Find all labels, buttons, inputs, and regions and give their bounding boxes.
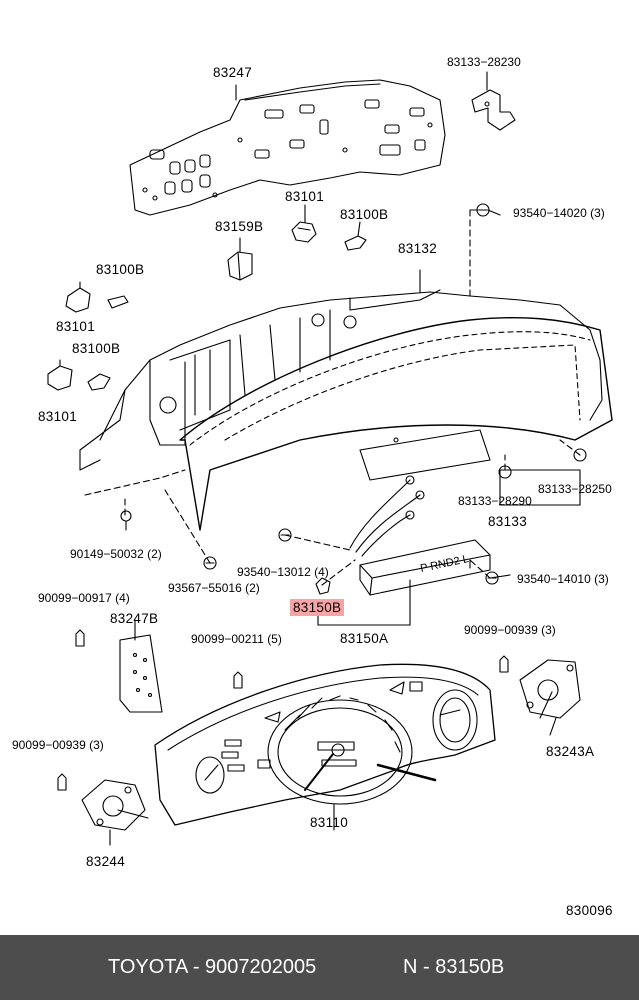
label-83132: 83132 xyxy=(398,241,438,256)
label-83133: 83133 xyxy=(488,514,528,529)
label-83244: 83244 xyxy=(86,854,126,869)
diagram-number: 830096 xyxy=(566,903,613,918)
label-83101-low: 83101 xyxy=(38,409,78,424)
meter-case-83132 xyxy=(79,269,603,471)
label-90099-00939-left: 90099−00939 (3) xyxy=(12,738,104,752)
label-90099-00917: 90099−00917 (4) xyxy=(38,591,130,605)
label-93540-14020: 93540−14020 (3) xyxy=(513,206,605,220)
bulb-83100B-top xyxy=(344,221,367,251)
speedometer-dial-83110 xyxy=(154,663,496,831)
printed-circuit-83247B xyxy=(119,619,163,713)
highlight-83150B: 83150B xyxy=(290,599,345,616)
screw-lines xyxy=(84,439,581,586)
bracket-83133-28230 xyxy=(471,71,516,131)
shift-indicator-83150A xyxy=(317,475,491,626)
label-83100B-mid: 83100B xyxy=(96,262,145,277)
label-83101-top: 83101 xyxy=(285,189,325,204)
label-83150A: 83150A xyxy=(340,631,389,646)
label-90149-50032: 90149−50032 (2) xyxy=(70,547,162,561)
label-83150B: 83150B xyxy=(290,599,345,616)
footer-bar: TOYOTA - 9007202005 N - 83150B xyxy=(0,935,639,1000)
label-83133-28290: 83133−28290 xyxy=(458,494,532,508)
combination-meter-glass-83133 xyxy=(179,209,613,531)
printed-circuit-board-83247 xyxy=(129,79,446,216)
label-83247: 83247 xyxy=(213,65,253,80)
footer-part-label: N - 83150B xyxy=(403,956,505,978)
footer-brand-part-number: TOYOTA - 9007202005 xyxy=(108,956,317,978)
bulb-socket-83101-low xyxy=(47,359,111,391)
temp-gauge-83244 xyxy=(81,779,149,846)
bulb-socket-83101-top xyxy=(291,204,317,243)
label-93540-13012: 93540−13012 (4) xyxy=(237,565,329,579)
label-83100B-low: 83100B xyxy=(72,341,121,356)
bulb-83150B xyxy=(315,577,331,595)
parts-diagram: P RND2 L 83247 83133−28230 83101 83100B … xyxy=(12,55,613,918)
label-83243A: 83243A xyxy=(546,744,595,759)
leader-lines xyxy=(469,209,581,579)
label-83159B: 83159B xyxy=(215,219,264,234)
label-83133-28250: 83133−28250 xyxy=(538,482,612,496)
label-90099-00939-right: 90099−00939 (3) xyxy=(464,623,556,637)
label-83110: 83110 xyxy=(310,815,349,830)
bulb-socket-83101-mid xyxy=(65,281,129,313)
label-90099-00211: 90099−00211 (5) xyxy=(191,632,282,646)
label-83100B-top: 83100B xyxy=(340,207,389,222)
screw-icons xyxy=(57,203,587,791)
fuel-gauge-83243A xyxy=(519,659,581,736)
label-83101-mid: 83101 xyxy=(56,319,96,334)
label-83247B: 83247B xyxy=(110,611,159,626)
label-93540-14010: 93540−14010 (3) xyxy=(517,572,609,586)
label-83133-28230: 83133−28230 xyxy=(447,55,521,69)
socket-83159B xyxy=(227,237,253,281)
label-93567-55016: 93567−55016 (2) xyxy=(168,581,260,595)
